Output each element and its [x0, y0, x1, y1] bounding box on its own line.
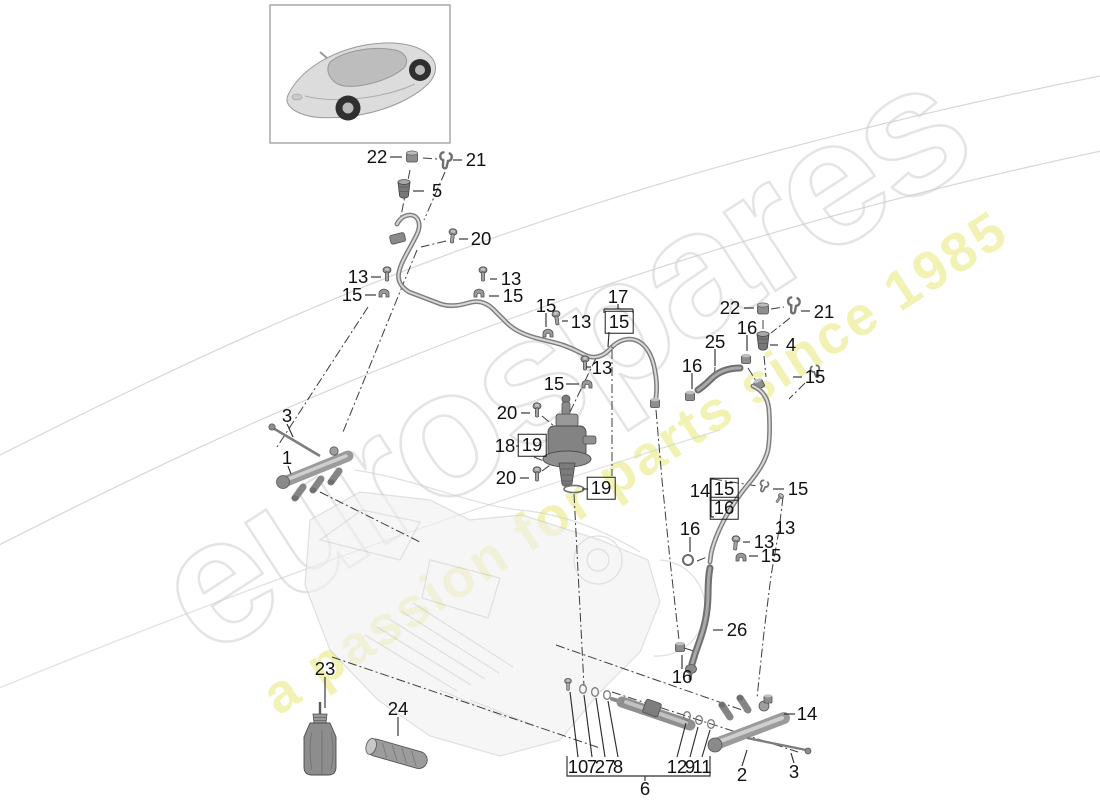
callout-4-15: 4 — [785, 333, 797, 355]
callout-21-13: 21 — [813, 300, 835, 322]
fuel-line-center — [610, 336, 660, 408]
callout-15-17: 15 — [804, 365, 826, 387]
callout-2-48: 2 — [736, 763, 748, 785]
group-bracket-17 — [603, 304, 634, 313]
callout-9-45: 9 — [684, 755, 696, 777]
fuel-rail-2 — [707, 693, 812, 755]
callout-8-43: 8 — [612, 755, 624, 777]
callout-6-47: 6 — [639, 777, 651, 799]
callout-1-22: 1 — [281, 446, 293, 468]
car-thumbnail — [269, 4, 451, 144]
callout-18-24: 18 — [494, 434, 516, 456]
callout-16-37: 16 — [671, 665, 693, 687]
callout-16-14: 16 — [736, 316, 758, 338]
callout-20-3: 20 — [470, 227, 492, 249]
protective-sleeve — [365, 737, 428, 769]
callout-19-27: 19 — [586, 476, 616, 500]
injector-assembly — [564, 677, 715, 731]
callout-22-0: 22 — [366, 145, 388, 167]
callout-13-32: 13 — [774, 516, 796, 538]
callout-27-42: 27 — [594, 755, 616, 777]
group-bracket-6 — [566, 756, 711, 777]
callout-17-9: 17 — [607, 285, 629, 307]
callout-16-30: 16 — [709, 496, 739, 520]
callout-16-33: 16 — [679, 517, 701, 539]
callout-15-20: 15 — [543, 372, 565, 394]
callout-16-18: 16 — [681, 354, 703, 376]
callout-13-4: 13 — [347, 265, 369, 287]
callout-15-31: 15 — [787, 477, 809, 499]
callout-23-38: 23 — [314, 657, 336, 679]
callout-19-25: 19 — [517, 433, 547, 457]
callout-12-44: 12 — [666, 755, 688, 777]
callout-7-41: 7 — [586, 755, 598, 777]
callout-3-49: 3 — [788, 760, 800, 782]
fuel-line-rear — [707, 376, 773, 565]
callout-20-26: 20 — [495, 466, 517, 488]
callout-21-1: 21 — [465, 148, 487, 170]
car-icon — [286, 42, 436, 121]
group-bracket-14 — [710, 478, 714, 518]
callout-3-21: 3 — [281, 404, 293, 426]
callout-11-46: 11 — [692, 755, 712, 777]
callout-15-5: 15 — [341, 283, 363, 305]
callout-24-39: 24 — [387, 697, 409, 719]
callout-26-36: 26 — [726, 618, 748, 640]
callout-15-29: 15 — [709, 477, 739, 501]
callout-15-7: 15 — [502, 284, 524, 306]
callout-13-11: 13 — [570, 310, 592, 332]
callout-14-28: 14 — [689, 479, 711, 501]
hose-26 — [685, 564, 714, 681]
fuel-line-front — [389, 212, 616, 360]
fuel-rail-1 — [268, 423, 354, 502]
leader-lines — [286, 156, 810, 781]
callout-13-34: 13 — [753, 530, 775, 552]
callout-20-23: 20 — [496, 401, 518, 423]
engine-outline — [304, 469, 706, 757]
callout-10-40: 10 — [567, 755, 589, 777]
callout-15-35: 15 — [760, 544, 782, 566]
lubricant-bottle — [303, 702, 337, 776]
callout-15-10: 15 — [604, 310, 634, 334]
callout-15-8: 15 — [535, 294, 557, 316]
hose-25 — [694, 364, 744, 394]
callout-25-16: 25 — [704, 330, 726, 352]
callout-13-6: 13 — [500, 267, 522, 289]
callout-22-12: 22 — [719, 296, 741, 318]
callout-13-19: 13 — [591, 356, 613, 378]
callout-14-50: 14 — [796, 702, 818, 724]
callout-5-2: 5 — [431, 179, 443, 201]
